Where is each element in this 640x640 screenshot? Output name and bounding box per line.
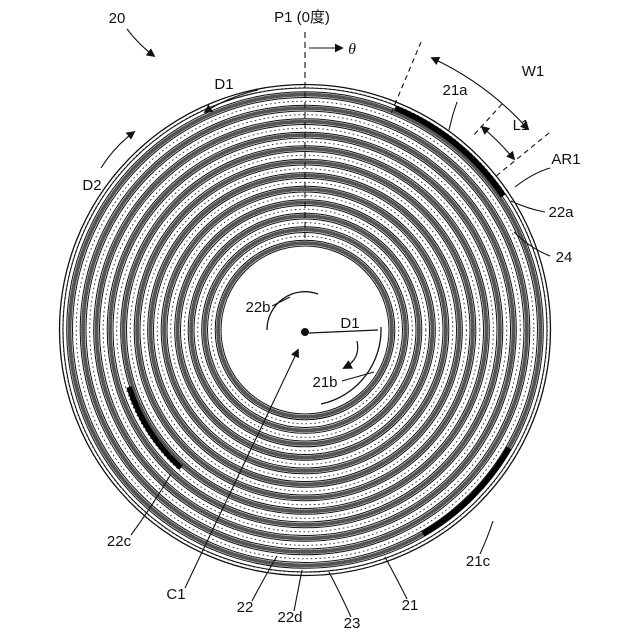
winding-ring bbox=[133, 158, 477, 502]
core-radius-line bbox=[308, 329, 379, 334]
label-d2: D2 bbox=[82, 177, 101, 194]
label-d1-outer: D1 bbox=[214, 76, 233, 93]
leader-22d bbox=[293, 569, 303, 612]
label-ref-22b: 22b bbox=[245, 299, 270, 316]
winding-ring bbox=[66, 91, 544, 569]
winding-ring bbox=[202, 227, 408, 433]
inner-end-21b-arc bbox=[320, 326, 382, 405]
label-ref-21b: 21b bbox=[312, 374, 337, 391]
leader-22b bbox=[271, 296, 291, 307]
winding-ring bbox=[102, 127, 508, 533]
leader-22a bbox=[510, 200, 546, 213]
label-ref-21a: 21a bbox=[442, 82, 468, 99]
d2-arrow bbox=[100, 130, 136, 169]
l1-boundary-dashed-line bbox=[471, 103, 503, 138]
label-ref-21c: 21c bbox=[466, 553, 491, 570]
label-w1: W1 bbox=[522, 63, 545, 80]
stripe-21c bbox=[421, 446, 512, 537]
leader-21c bbox=[479, 520, 494, 555]
winding-ring bbox=[220, 245, 390, 415]
winding-ring bbox=[116, 141, 494, 519]
label-theta: θ bbox=[348, 41, 356, 58]
leader-22c bbox=[130, 473, 172, 536]
winding-ring bbox=[162, 187, 448, 473]
label-ref-22c: 22c bbox=[107, 533, 132, 550]
winding-ring bbox=[174, 199, 436, 461]
c1-center-arrow bbox=[184, 348, 299, 589]
black-stripes-group bbox=[126, 105, 512, 537]
stripe-22c bbox=[126, 386, 183, 471]
label-l1: L1 bbox=[513, 117, 530, 134]
winding-ring bbox=[216, 241, 394, 419]
inner-end-22b-arc bbox=[266, 291, 319, 331]
winding-ring bbox=[85, 110, 525, 550]
d1-inner-arrow bbox=[342, 340, 359, 369]
l1-span-arrow bbox=[480, 125, 516, 161]
leader-21a bbox=[448, 101, 458, 131]
winding-ring bbox=[94, 119, 516, 541]
label-ref-23: 23 bbox=[344, 615, 361, 632]
leader-21b bbox=[341, 371, 375, 382]
winding-ring bbox=[197, 222, 413, 438]
inner-spiral-group bbox=[266, 291, 382, 405]
labels-group: 20 P1 (0度) θ D1 D2 W1 21a L1 AR1 22a 24 … bbox=[82, 9, 580, 632]
w1-boundary-dashed-line-right bbox=[489, 132, 550, 182]
leader-ar1 bbox=[514, 167, 551, 188]
leader-24 bbox=[513, 231, 551, 257]
label-c1: C1 bbox=[166, 586, 185, 603]
winding-ring bbox=[121, 146, 489, 514]
winding-ring bbox=[126, 151, 484, 509]
winding-ring bbox=[170, 195, 440, 465]
ref-20-arrow bbox=[126, 28, 156, 58]
leader-22 bbox=[251, 555, 278, 602]
winding-ring bbox=[214, 239, 396, 421]
label-d1-inner: D1 bbox=[340, 315, 359, 332]
label-ref-22: 22 bbox=[237, 599, 254, 616]
label-ar1: AR1 bbox=[551, 151, 580, 168]
label-ref-20: 20 bbox=[109, 10, 126, 27]
winding-ring bbox=[183, 208, 427, 452]
winding-ring bbox=[93, 118, 517, 542]
w1-boundary-dashed-line-left bbox=[389, 41, 422, 117]
label-ref-24: 24 bbox=[556, 249, 573, 266]
label-p1-axis: P1 (0度) bbox=[274, 9, 330, 26]
winding-ring bbox=[143, 168, 467, 492]
winding-ring bbox=[193, 218, 417, 442]
winding-ring bbox=[89, 114, 521, 546]
leader-21 bbox=[384, 556, 408, 600]
d1-outer-arrow bbox=[203, 89, 259, 113]
w1-span-arrow bbox=[430, 56, 530, 131]
label-ref-21: 21 bbox=[402, 597, 419, 614]
winding-ring bbox=[81, 106, 529, 554]
winding-ring bbox=[75, 100, 535, 560]
leader-23 bbox=[328, 571, 352, 618]
winding-ring bbox=[153, 178, 457, 482]
center-dot bbox=[301, 328, 309, 336]
stripe-21a bbox=[393, 105, 506, 198]
label-ref-22d: 22d bbox=[277, 609, 302, 626]
label-ref-22a: 22a bbox=[548, 204, 574, 221]
annotations-group bbox=[100, 28, 551, 618]
